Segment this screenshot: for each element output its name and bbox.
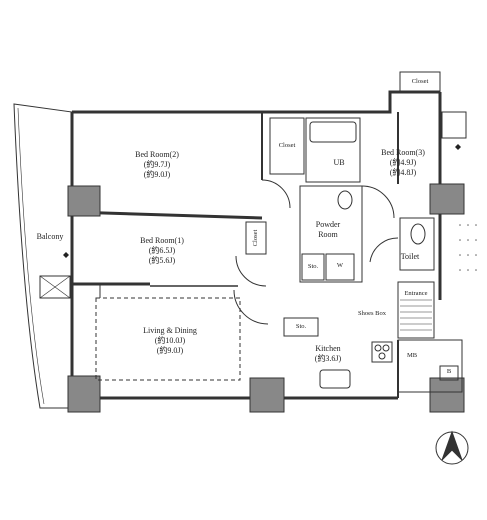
column-top [441,111,467,139]
column-right [429,183,465,215]
bedroom2-area1: (約9.7J) [143,160,171,169]
toilet-label: Toilet [400,252,420,261]
bedroom3-area2: (約4.8J) [389,168,417,177]
closet-bed1-label: Closet [252,229,259,247]
bedroom2-name: Bed Room(2) [135,150,179,159]
door-living [233,289,269,325]
living-area2: (約9.0J) [156,346,184,355]
sink-icon [319,369,351,389]
marker-diamond-left [63,252,69,258]
closet-mid-label: Closet [278,142,296,149]
bedroom3-area1: (約4.9J) [389,158,417,167]
closet-top-box [399,71,441,93]
bedroom2-label: Bed Room(2) (約9.7J) (約9.0J) [135,150,179,180]
door-bed1 [235,255,267,287]
closet-top-label: Closet [411,78,429,85]
air-conditioner-icon [39,275,71,299]
b-box [439,365,459,381]
sto-kitchen-box [283,317,319,337]
closet-mid-box [269,117,305,175]
closet-bed1-box [245,221,267,255]
sto-kitchen-label: Sto. [295,323,307,330]
living-dashed-area [95,297,241,381]
kitchen-label: Kitchen (約3.6J) [315,344,341,364]
bedroom3-label: Bed Room(3) (約4.9J) (約4.8J) [381,148,425,178]
balcony-outline [13,103,73,409]
mb-label: MB [406,352,418,359]
ub-label: UB [333,158,345,167]
wall-mid-bedrooms [71,210,263,220]
toilet-box [399,217,435,271]
powder-room-box [299,185,363,283]
powder-room-label: Powder Room [316,220,340,240]
bedroom2-area2: (約9.0J) [143,170,171,179]
powder-name1: Powder [315,220,341,229]
entrance-label: Entrance [404,290,428,297]
balcony-rail [17,107,45,405]
bedroom3-name: Bed Room(3) [381,148,425,157]
balcony-label: Balcony [36,232,64,241]
bedroom1-area2: (約5.6J) [148,256,176,265]
sto-powder-box [301,253,325,281]
marker-diamond-right [455,144,461,150]
column-right-bottom [429,377,465,413]
powder-name2: Room [318,230,338,239]
kitchen-name: Kitchen [315,344,341,353]
stove-icon [371,341,393,363]
sto-powder-label: Sto. [307,263,319,270]
living-label: Living & Dining (約10.0J) (約9.0J) [143,326,197,356]
shoes-box-label: Shoes Box [358,310,386,317]
entrance-box [397,281,435,339]
living-name: Living & Dining [143,326,197,335]
column-left-1 [67,185,101,217]
living-area1: (約10.0J) [154,336,186,345]
door-bed2 [261,179,291,209]
north-arrow-icon [435,430,469,465]
washer-box [325,253,355,281]
column-mid [249,377,285,413]
bedroom1-label: Bed Room(1) (約6.5J) (約5.6J) [140,236,184,266]
wall-top-left [72,90,440,114]
bedroom1-name: Bed Room(1) [140,236,184,245]
b-label: B [446,368,452,375]
bathtub-icon [309,121,357,143]
door-toilet [369,237,399,263]
column-left-2 [67,375,101,413]
w-label: W [336,262,344,269]
bedroom1-area1: (約6.5J) [148,246,176,255]
kitchen-area1: (約3.6J) [314,354,342,363]
door-bed3 [361,185,395,219]
washbasin-icon [337,190,353,210]
toilet-icon [410,223,426,245]
ub-box [305,117,361,183]
